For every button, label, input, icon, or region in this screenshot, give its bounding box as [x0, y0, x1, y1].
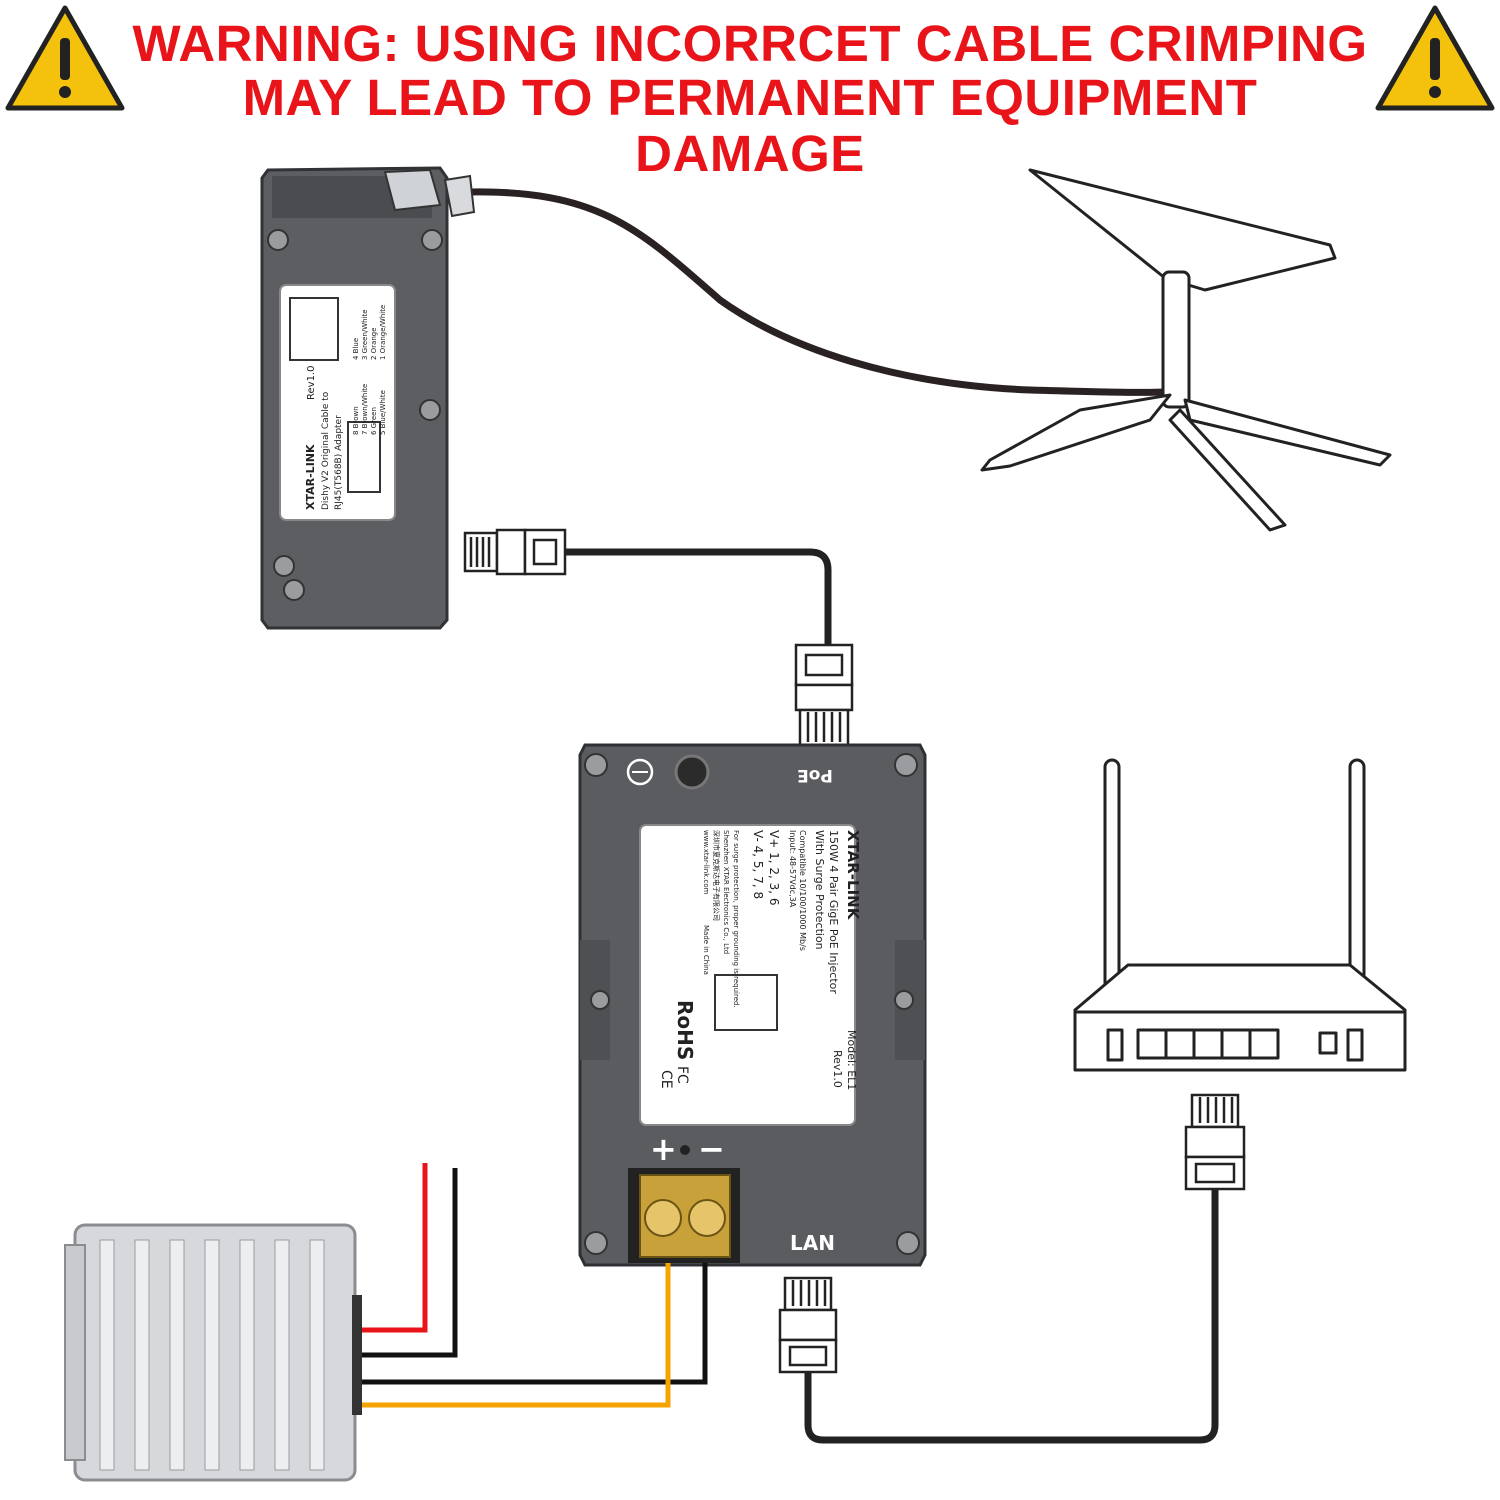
injector-model: Model: EL1: [845, 1030, 858, 1090]
injector-maker-cn: 深圳市夏克斯达电子有限公司: [712, 830, 721, 921]
rj45-plug-icon: [778, 1276, 838, 1374]
dishy-adapter: XTAR-LINK Rev1.0 Dishy V2 Original Cable…: [260, 166, 476, 630]
ground-screw-icon: [674, 754, 710, 790]
injector-made: Made in China: [702, 925, 710, 975]
injector-maker: Shenzhen XTAR Electronics Co., Ltd: [722, 830, 730, 954]
rohs-mark: RoHS: [673, 1000, 697, 1060]
router-icon: [1073, 758, 1407, 1072]
injector-web: www.xtar-link.com: [702, 830, 710, 895]
red-wire: [360, 1163, 428, 1333]
adapter-desc-1: Dishy V2 Original Cable to: [321, 391, 331, 510]
injector-vminus: V- 4, 5, 7, 8: [751, 830, 765, 899]
adapter-pin-2: 2 Orange: [370, 327, 378, 360]
adapter-pin-8: 8 Brown: [352, 406, 360, 435]
warning-line-1: WARNING: USING INCORRCET CABLE CRIMPING: [132, 15, 1368, 72]
adapter-pin-7: 7 Brown/White: [361, 384, 369, 435]
adapter-pin-5: 5 Blue/White: [379, 390, 387, 435]
injector-vplus: V+ 1, 2, 3, 6: [767, 830, 781, 906]
rj45-plug-icon: [794, 643, 854, 747]
adapter-desc-2: RJ45(T568B) Adapter: [334, 415, 344, 510]
dc-converter: [64, 1223, 362, 1482]
warning-triangle-icon-right: [1375, 5, 1495, 111]
fc-mark: FC: [674, 1066, 690, 1084]
adapter-to-poe-cable: [565, 548, 832, 650]
minus-terminal-label: −: [698, 1130, 725, 1168]
warning-line-2: MAY LEAD TO PERMANENT EQUIPMENT DAMAGE: [242, 69, 1258, 182]
satellite-dish-icon: [980, 168, 1392, 532]
adapter-rev: Rev1.0: [306, 366, 317, 400]
rj45-port-icon: [714, 974, 778, 1031]
dish-cable: [469, 188, 1166, 396]
ce-mark: CE: [658, 1070, 674, 1089]
lan-cable: [804, 1190, 1219, 1444]
rj45-plug-icon: [463, 528, 567, 576]
black-wire-2: [360, 1263, 708, 1385]
adapter-pin-6: 6 Green: [370, 407, 378, 435]
ground-symbol-icon: [626, 758, 654, 786]
injector-title-2: With Surge Protection: [813, 830, 826, 950]
warning-triangle-icon-left: [5, 5, 125, 111]
black-wire-1: [360, 1168, 458, 1358]
poe-port-label: PoE: [797, 765, 833, 785]
adapter-brand: XTAR-LINK: [304, 444, 317, 510]
plus-terminal-label: +: [650, 1130, 677, 1168]
poe-injector: PoE XTAR-LINK Model: EL1 Rev1.0 150W 4 P…: [578, 743, 927, 1267]
injector-compat: Compatible 10/100/1000 Mb/s: [798, 830, 807, 951]
injector-rev: Rev1.0: [831, 1050, 844, 1088]
injector-brand: XTAR-LINK: [844, 830, 862, 921]
lan-port-label: LAN: [790, 1231, 835, 1255]
injector-input: Input: 48-57Vdc,3A: [788, 830, 797, 908]
adapter-pin-1: 1 Orange/White: [379, 305, 387, 360]
injector-note: For surge protection, proper grounding i…: [732, 830, 740, 1008]
adapter-pin-3: 3 Green/White: [361, 309, 369, 360]
adapter-pin-4: 4 Blue: [352, 338, 360, 360]
orange-wire: [360, 1263, 671, 1408]
injector-title-1: 150W 4 Pair GigE PoE Injector: [827, 830, 840, 994]
rj45-plug-icon: [1184, 1093, 1246, 1191]
